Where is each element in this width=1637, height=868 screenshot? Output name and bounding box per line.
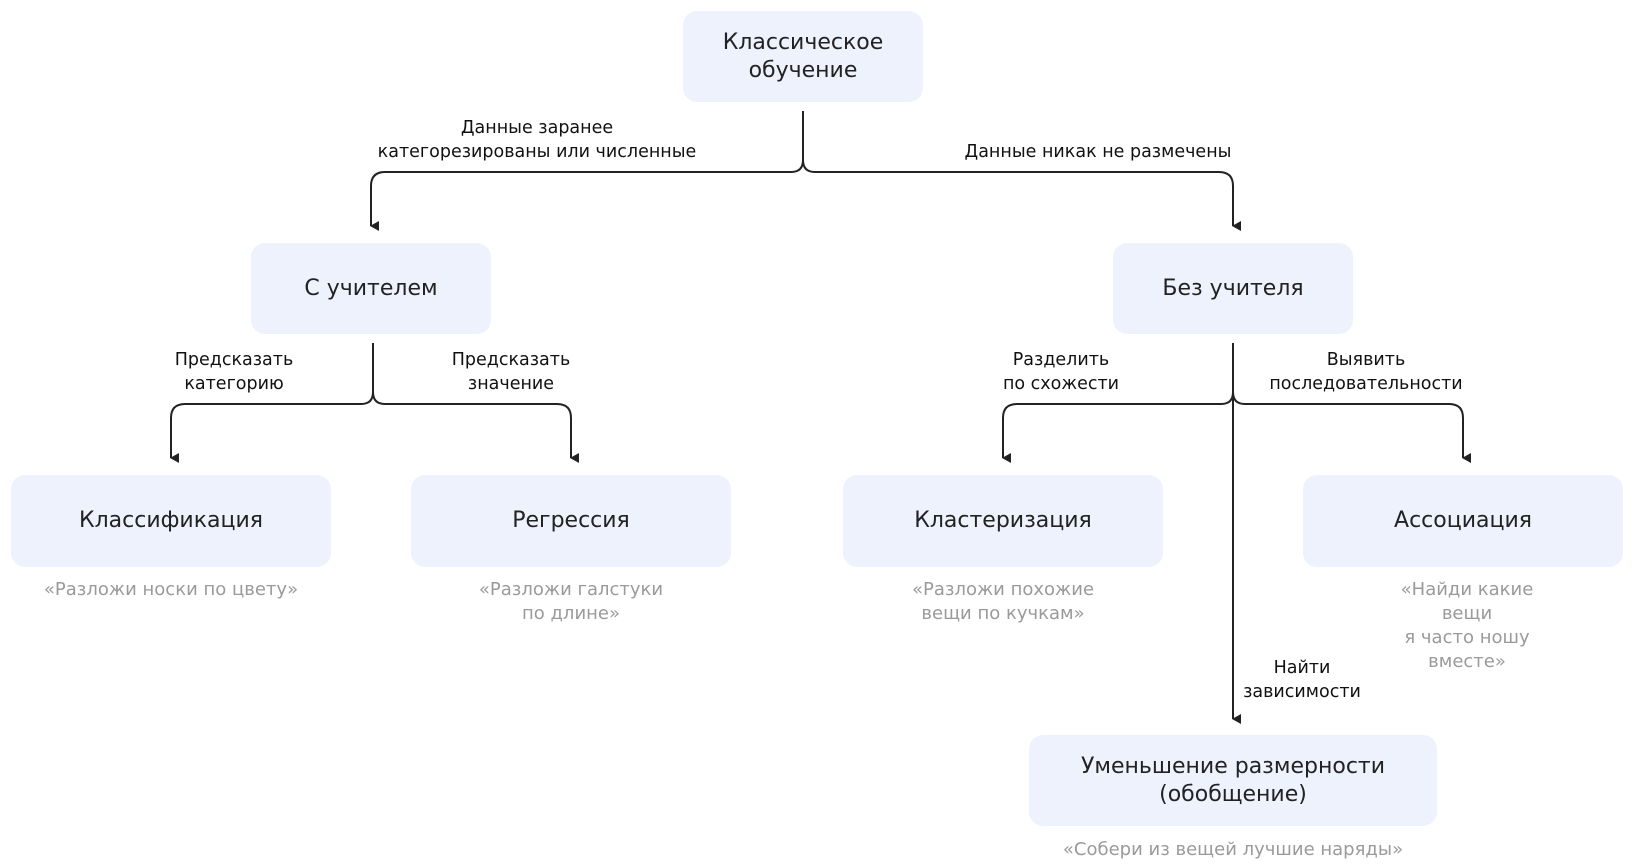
node-classical-learning: Классическое обучение (683, 11, 923, 102)
caption-association: «Найди какие вещи я часто ношу вместе» (1400, 579, 1534, 672)
edge-label-unsupervised-to-association: Выявить последовательности (1269, 350, 1463, 394)
connector-root-to-unsupervised (802, 159, 1241, 231)
edge-label-unsupervised-to-dim-reduction: Найти зависимости (1243, 658, 1361, 702)
edge-label-root-to-unsupervised: Данные никак не размечены (964, 142, 1232, 162)
node-dimensionality-reduction: Уменьшение размерности (обобщение) (1029, 735, 1437, 826)
caption-clustering: «Разложи похожие вещи по кучкам» (911, 579, 1095, 624)
edge-label-root-to-supervised: Данные заранее категорезированы или числ… (377, 118, 697, 162)
caption-classification: «Разложи носки по цвету» (43, 579, 299, 600)
caption-regression: «Разложи галстуки по длине» (478, 579, 664, 624)
node-label: Без учителя (1162, 275, 1304, 301)
connector-root-to-supervised (370, 111, 804, 231)
node-unsupervised: Без учителя (1113, 243, 1353, 334)
node-label: Ассоциация (1394, 508, 1532, 533)
node-label: Кластеризация (914, 508, 1092, 533)
connector-unsupervised-to-association (1232, 391, 1471, 463)
connector-supervised-to-classification (170, 343, 374, 463)
connector-supervised-to-regression (372, 391, 579, 463)
node-label: Классификация (78, 508, 264, 533)
edge-label-unsupervised-to-clustering: Разделить по схожести (1002, 350, 1120, 394)
node-regression: Регрессия (411, 475, 731, 567)
node-association: Ассоциация (1303, 475, 1623, 567)
connector-unsupervised-to-clustering (1002, 391, 1234, 463)
node-classification: Классификация (11, 475, 331, 567)
node-label: Уменьшение размерности (обобщение) (1080, 753, 1386, 807)
node-label: Классическое обучение (722, 29, 884, 83)
edge-label-supervised-to-regression: Предсказать значение (451, 350, 571, 394)
node-clustering: Кластеризация (843, 475, 1163, 567)
node-supervised: С учителем (251, 243, 491, 334)
edge-label-supervised-to-classification: Предсказать категорию (174, 350, 294, 394)
caption-dimensionality-reduction: «Собери из вещей лучшие наряды» (1062, 839, 1404, 860)
node-label: Регрессия (512, 508, 630, 533)
node-label: С учителем (304, 275, 438, 301)
